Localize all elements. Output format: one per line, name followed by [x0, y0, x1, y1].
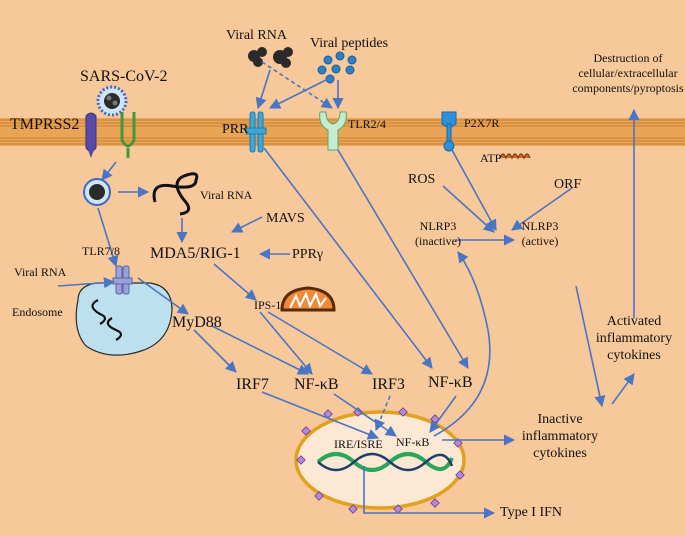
sars-cov-2-virion-icon — [96, 85, 128, 117]
nlrp3-active-line-2: (active) — [521, 234, 559, 248]
nlrp3-inactive-line-2: (inactive) — [415, 234, 461, 248]
nucleus-nfkb-label: NF-κB — [396, 435, 430, 449]
sars-cov-2-label: SARS-CoV-2 — [80, 68, 168, 85]
inactive-cytokines-line-1: Inactive — [537, 412, 583, 427]
tmprss2-receptor-icon — [85, 112, 97, 158]
mavs-label: MAVS — [266, 211, 305, 226]
viral-rna-strand-icon — [152, 172, 199, 216]
tmprss2-label: TMPRSS2 — [10, 116, 80, 133]
viral-rna-mid-label: Viral RNA — [200, 188, 253, 202]
nlrp3-inactive-line-1: NLRP3 — [419, 219, 457, 233]
nlrp3-active-line-1: NLRP3 — [521, 219, 559, 233]
inactive-cytokines-line-3: cytokines — [533, 446, 587, 461]
nfkb-left-label: NF-κB — [294, 376, 339, 393]
atp-label: ATP — [480, 151, 502, 165]
signal-arrows — [57, 61, 640, 519]
ips1-label: IPS-1 — [254, 298, 282, 312]
ppr-gamma-label: PPRγ — [292, 247, 324, 262]
activated-cytokines-line-2: inflammatory — [595, 331, 673, 346]
activated-cytokines-line-1: Activated — [606, 314, 662, 329]
atp-squiggle-icon — [499, 153, 531, 160]
destruction-line-1: Destruction of — [593, 51, 663, 65]
destruction-line-3: components/pyroptosis — [572, 81, 684, 95]
viral-peptides-icon — [317, 51, 357, 84]
mitochondrion-icon — [280, 286, 336, 312]
orf-label: ORF — [554, 177, 582, 192]
type1-ifn-label: Type I IFN — [500, 505, 563, 520]
tlr24-label: TLR2/4 — [348, 117, 386, 131]
viral-peptides-label: Viral peptides — [310, 36, 389, 51]
destruction-line-2: cellular/extracellular — [578, 66, 678, 80]
internalized-virus-icon — [83, 178, 111, 206]
viral-rna-endosome-label: Viral RNA — [14, 265, 67, 279]
viral-rna-top-label: Viral RNA — [226, 28, 287, 43]
ros-label: ROS — [408, 172, 436, 187]
myd88-label: MyD88 — [172, 314, 222, 331]
tlr78-label: TLR7/8 — [82, 244, 120, 258]
ire-isre-label: IRE/ISRE — [334, 437, 383, 451]
p2x7r-label: P2X7R — [464, 116, 500, 130]
viral-rna-cluster-icon — [248, 47, 293, 68]
inactive-cytokines-line-2: inflammatory — [521, 429, 599, 444]
activated-cytokines-line-3: cytokines — [607, 348, 661, 363]
irf3-label: IRF3 — [372, 376, 405, 393]
tlr24-receptor-icon — [319, 111, 347, 151]
irf7-label: IRF7 — [236, 376, 269, 393]
ace2-receptor-icon — [120, 112, 136, 158]
p2x7r-receptor-icon — [441, 111, 457, 152]
tlr78-receptor-icon — [112, 265, 133, 295]
prr-label: PRR — [222, 122, 249, 137]
nfkb-right-label: NF-κB — [428, 374, 473, 391]
mda5-rig1-label: MDA5/RIG-1 — [150, 245, 241, 262]
endosome-label: Endosome — [12, 305, 63, 319]
prr-receptor-icon — [245, 111, 267, 153]
nucleus-icon — [294, 407, 466, 514]
